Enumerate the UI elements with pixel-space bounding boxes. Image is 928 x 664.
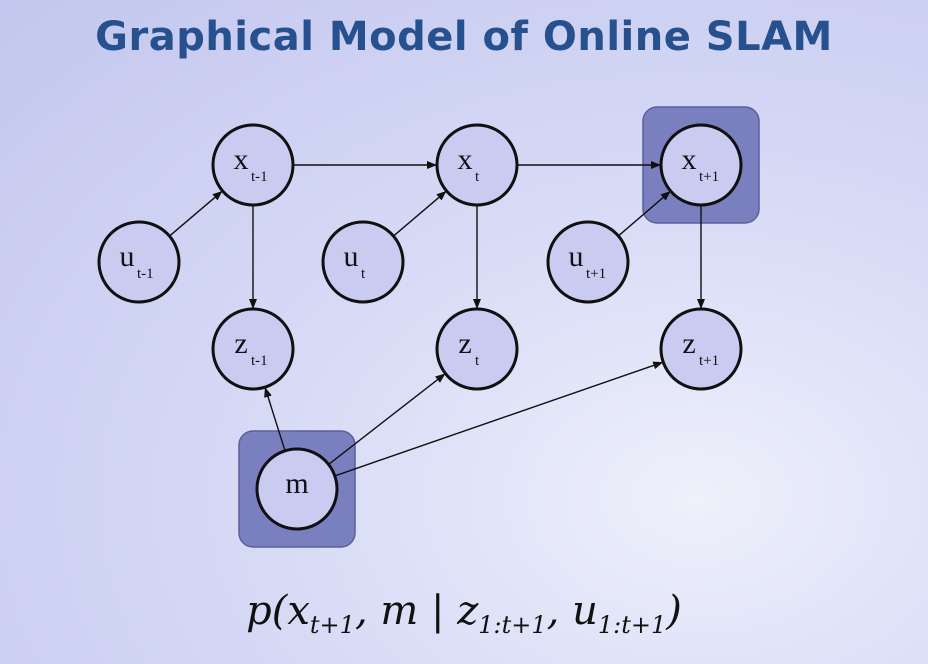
edge-u_t-to-x_t [393,190,447,237]
node-subscript-z_tp1: t+1 [699,353,719,369]
node-subscript-u_tm1: t-1 [137,266,154,282]
node-z_tp1: zt+1 [659,307,743,391]
node-circle-u_tm1 [97,220,181,304]
node-subscript-u_t: t [361,266,366,282]
formula-u: u [572,588,598,634]
edge-m-to-z_tp1 [334,361,664,477]
node-m: m [255,447,339,531]
formula-z-sub: 1:t+1 [478,611,547,639]
node-circle-x_t [435,123,519,207]
node-circle-z_t [435,307,519,391]
node-subscript-u_tp1: t+1 [586,266,606,282]
node-label-x_tm1: x [234,143,249,176]
node-label-u_tm1: u [120,240,135,273]
posterior-formula: p(xt+1, m | z1:t+1, u1:t+1) [0,588,928,639]
node-circle-m [255,447,339,531]
formula-m-part: , m | [354,588,458,634]
node-label-z_t: z [458,327,471,360]
node-label-z_tm1: z [234,327,247,360]
formula-x: x [287,588,310,634]
node-circle-u_t [321,220,405,304]
node-u_tm1: ut-1 [97,220,181,304]
node-subscript-x_tm1: t-1 [251,169,268,185]
node-circle-z_tm1 [211,307,295,391]
node-x_tm1: xt-1 [211,123,295,207]
node-subscript-z_t: t [475,353,480,369]
node-label-u_tp1: u [569,240,584,273]
edge-u_tm1-to-x_tm1 [169,190,223,237]
node-subscript-z_tm1: t-1 [251,353,268,369]
node-circle-z_tp1 [659,307,743,391]
edge-m-to-z_tm1 [264,387,286,452]
node-label-z_tp1: z [682,327,695,360]
node-label-m: m [285,467,308,500]
node-x_tp1: xt+1 [659,123,743,207]
node-subscript-x_t: t [475,169,480,185]
formula-x-sub: t+1 [309,611,355,639]
node-z_t: zt [435,307,519,391]
node-subscript-x_tp1: t+1 [699,169,719,185]
node-u_tp1: ut+1 [546,220,630,304]
node-x_t: xt [435,123,519,207]
formula-p: p( [246,588,288,634]
node-circle-x_tp1 [659,123,743,207]
formula-close: ) [666,588,682,634]
node-circle-u_tp1 [546,220,630,304]
formula-z: z [457,588,479,634]
node-u_t: ut [321,220,405,304]
formula-comma: , [546,588,573,634]
node-label-x_t: x [458,143,473,176]
formula-u-sub: 1:t+1 [597,611,667,639]
edge-m-to-z_t [328,373,446,465]
node-label-x_tp1: x [682,143,697,176]
node-circle-x_tm1 [211,123,295,207]
edges [169,161,705,477]
slide-title: Graphical Model of Online SLAM [95,14,833,60]
node-label-u_t: u [344,240,359,273]
node-z_tm1: zt-1 [211,307,295,391]
edge-u_tp1-to-x_tp1 [617,191,671,237]
